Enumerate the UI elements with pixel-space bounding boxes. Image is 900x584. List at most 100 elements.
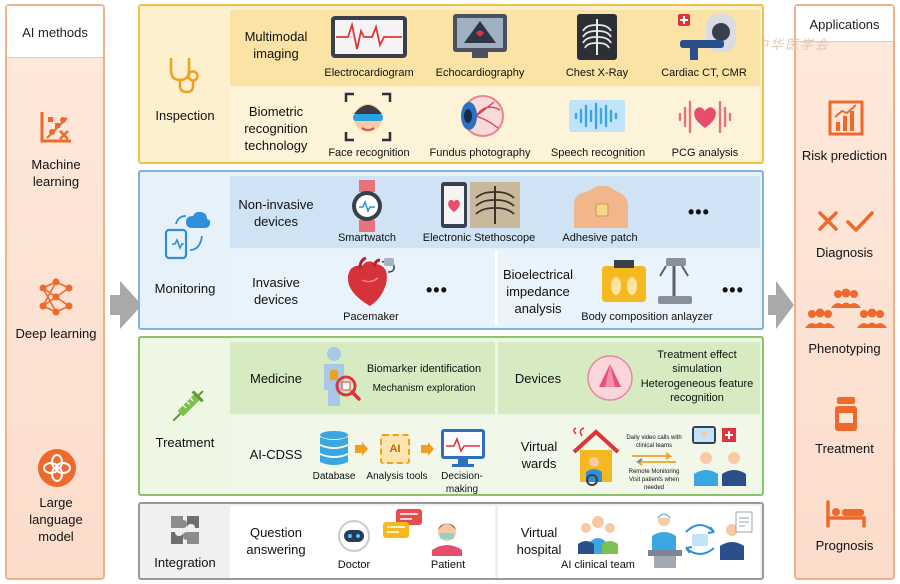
left-arrow-shaft (110, 295, 120, 315)
treatment-effect-simulation-text: Treatment effect simulation (657, 349, 737, 375)
left-arrow-icon (120, 281, 142, 329)
medicine-title: Medicine (249, 371, 303, 386)
machine-learning-label: Machine learning (31, 157, 81, 189)
patient-avatar-icon (432, 523, 462, 556)
smartwatch-icon (352, 180, 382, 232)
treatment-panel: Treatment Medicine Biomarker identificat… (138, 336, 764, 496)
llm-icon (38, 449, 76, 487)
applications-header: Applications (796, 6, 893, 42)
step-decision-making: Decision-making (441, 471, 483, 495)
virtual-hospital-scene-icon (648, 511, 753, 568)
remote-monitoring-text: Remote Monitoring Visit patients when ne… (628, 469, 680, 491)
deep-learning-label: Deep learning (15, 326, 97, 341)
item-electrocardiogram: Electrocardiogram (324, 67, 414, 79)
ai-chip-icon: AI (380, 434, 410, 464)
virtual-hospital-title: Virtual hospital (516, 525, 562, 557)
echocardiography-icon (453, 14, 507, 58)
llm-label: Large language model (29, 495, 83, 544)
step-database: Database (312, 471, 356, 482)
ai-methods-header: AI methods (7, 6, 103, 58)
multimodal-imaging-title: Multimodal imaging (244, 29, 308, 61)
treatment-category-label: Treatment (155, 435, 215, 450)
monitoring-panel: Monitoring Non-invasive devices Smartwat… (138, 170, 764, 330)
ai-cdss-title: AI-CDSS (249, 447, 303, 462)
exchange-arrows-icon (632, 452, 676, 466)
pill-bottle-icon (835, 397, 857, 431)
bia-more-icon: ••• (722, 280, 744, 300)
item-fundus-photography: Fundus photography (429, 147, 531, 159)
non-invasive-more-icon: ••• (688, 202, 710, 222)
ct-scanner-icon (678, 14, 736, 60)
database-icon (320, 431, 348, 465)
electronic-stethoscope-icon (441, 182, 520, 228)
hospital-bed-icon (826, 500, 866, 528)
stethoscope-icon (169, 58, 199, 94)
non-invasive-devices-title: Non-invasive devices (238, 197, 314, 229)
ai-chip-label: AI (389, 443, 401, 455)
robot-doctor-icon (338, 520, 370, 552)
virtual-wards-title: Virtual wards (520, 439, 558, 471)
devices-title: Devices (514, 371, 562, 386)
applications-title: Applications (809, 17, 880, 32)
treatment-q1-bg (230, 342, 495, 414)
treatment-app-label: Treatment (815, 441, 874, 456)
phone-cloud-icon (164, 211, 211, 260)
integration-right-bg (498, 506, 760, 578)
applications-panel: Applications Risk prediction Diagnosis P… (794, 4, 895, 580)
home-patient-icon (572, 427, 620, 486)
biomarker-identification-text: Biomarker identification (366, 363, 482, 375)
arrow-right-icon-2 (421, 442, 434, 456)
ai-methods-title: AI methods (22, 25, 88, 40)
item-adhesive-patch: Adhesive patch (562, 232, 638, 244)
bar-chart-icon (828, 100, 864, 136)
invasive-devices-title: Invasive devices (252, 275, 300, 307)
bia-title: Bioelectrical impedance analysis (502, 267, 574, 316)
pcg-heart-wave-icon (678, 100, 732, 134)
speech-wave-icon (569, 100, 625, 132)
item-pacemaker: Pacemaker (343, 311, 399, 323)
diagnosis-label: Diagnosis (815, 245, 874, 260)
eye-fundus-icon (461, 95, 504, 137)
phenotyping-label: Phenotyping (808, 341, 881, 356)
pacemaker-heart-icon (347, 256, 395, 306)
item-electronic-stethoscope: Electronic Stethoscope (422, 232, 536, 244)
right-arrow-icon (776, 281, 794, 329)
item-chest-xray: Chest X-Ray (565, 67, 629, 79)
watermark-text: 中华医学会 (755, 38, 831, 53)
question-answering-title: Question answering (246, 525, 306, 557)
item-patient: Patient (430, 559, 466, 571)
arrow-right-icon (355, 442, 368, 456)
ai-clinical-team-icon (578, 516, 618, 554)
monitoring-row2-divider (495, 250, 498, 326)
clinical-team-icon (692, 426, 746, 486)
ecg-monitor-icon (331, 16, 407, 58)
item-echocardiography: Echocardiography (435, 67, 525, 79)
prognosis-label: Prognosis (815, 538, 874, 553)
device-pyramid-icon (587, 355, 633, 401)
item-face-recognition: Face recognition (328, 147, 410, 159)
mechanism-exploration-text: Mechanism exploration (372, 383, 476, 394)
integration-panel: Integration Question answering Doctor Pa… (138, 502, 764, 580)
monitoring-category-label: Monitoring (154, 281, 216, 296)
cross-check-icon (818, 211, 874, 232)
item-ai-clinical-team: AI clinical team (561, 559, 635, 571)
people-group-icon (805, 288, 887, 328)
integration-category-label: Integration (154, 555, 216, 570)
ai-methods-panel: AI methods Machine learning Deep learnin… (5, 4, 105, 580)
puzzle-icon (171, 516, 199, 544)
daily-video-calls-text: Daily video calls with clinical teams (626, 435, 682, 449)
item-doctor: Doctor (337, 559, 371, 571)
face-recognition-icon (344, 92, 392, 142)
neural-network-icon (39, 278, 73, 316)
decision-monitor-icon (441, 429, 485, 467)
inspection-panel: Inspection Multimodal imaging Electrocar… (138, 4, 764, 164)
risk-prediction-label: Risk prediction (801, 148, 888, 163)
chat-bubbles-icon (383, 509, 422, 538)
right-arrow-shaft (768, 295, 776, 315)
machine-learning-icon (40, 112, 71, 143)
biomarker-body-icon (324, 347, 361, 406)
adhesive-patch-icon (574, 186, 628, 228)
item-body-composition-analyzer: Body composition anlayzer (581, 311, 713, 323)
invasive-more-icon: ••• (426, 280, 448, 300)
item-speech-recognition: Speech recognition (550, 147, 646, 159)
